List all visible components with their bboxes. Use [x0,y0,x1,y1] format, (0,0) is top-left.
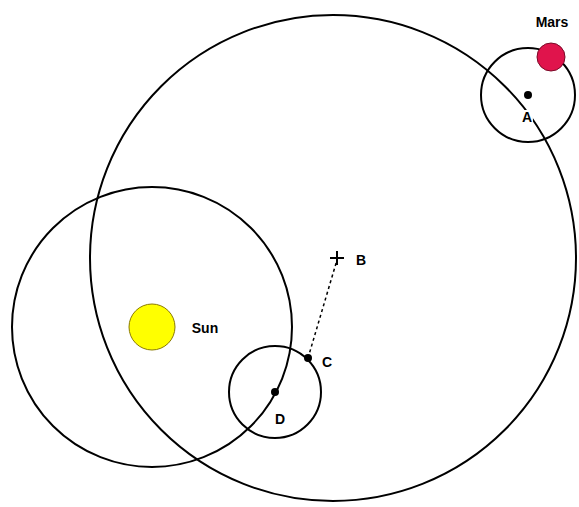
point-dot [271,388,279,396]
deferent-circle [90,15,576,501]
sun-orbit-circle [12,187,292,467]
point-label: D [274,412,286,426]
planet-label: Mars [535,15,570,29]
center-cross [336,251,338,265]
small-epicycle [229,346,321,438]
point-dot [524,91,532,99]
mars-disc [537,43,565,71]
dashed-line [308,260,337,358]
point-label: B [355,253,367,267]
point-dot [304,354,312,362]
sun-disc [129,304,175,350]
point-label: A [521,110,533,124]
point-label: C [321,355,333,369]
body-label: Sun [191,321,219,335]
